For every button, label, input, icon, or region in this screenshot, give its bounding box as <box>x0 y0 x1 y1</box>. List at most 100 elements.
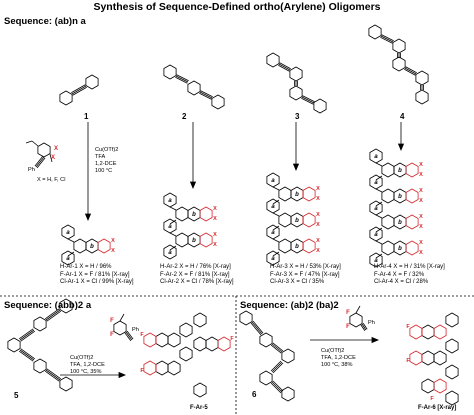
bond <box>272 199 280 205</box>
ar1-b0-ring <box>73 238 87 254</box>
ar1-b0-b-label: b <box>90 244 94 250</box>
ar6-ring <box>409 350 423 366</box>
alkyne-bond <box>35 156 45 168</box>
ar3-b1-x: X <box>316 212 320 218</box>
benzene-ring <box>59 376 73 392</box>
ar3-b1-b-label: b <box>295 218 299 224</box>
benzene-ring <box>445 390 459 406</box>
alkyne-bond <box>72 86 87 96</box>
bond <box>375 201 383 207</box>
alkyne-bond <box>405 66 417 74</box>
alkyne-bond <box>361 323 367 331</box>
ar4-b2-ring <box>381 214 395 230</box>
benzene-ring <box>313 98 327 114</box>
ar3-b0-b-label: b <box>295 192 299 198</box>
benzene-ring <box>281 386 295 402</box>
bond <box>375 253 383 259</box>
alkyne-bond <box>270 344 282 354</box>
f-label: F <box>430 396 434 402</box>
ar1-b0-x: X <box>111 238 115 244</box>
benzene-ring <box>59 90 73 106</box>
alkyne-bond <box>279 62 291 70</box>
ar3-a-end-ring <box>266 250 280 266</box>
x-label: X <box>51 155 55 161</box>
ar3-b1-ring <box>278 212 292 228</box>
ar3-b2-x: X <box>316 248 320 254</box>
alkyne-bond <box>301 97 314 105</box>
alkyne-bond <box>44 370 60 382</box>
ar2-a-end-a-label: a <box>168 250 172 256</box>
bond <box>49 153 53 163</box>
ar3-b0-ring <box>278 186 292 202</box>
alkyne-bond <box>44 308 60 320</box>
arrow-6-head <box>371 336 380 344</box>
alkyne-bond <box>36 157 46 169</box>
benzene-ring <box>415 89 429 105</box>
ph-label: Ph <box>28 167 35 173</box>
benzene-ring <box>155 332 169 348</box>
ar2-b0-x: X <box>213 206 217 212</box>
benzene-ring <box>349 312 363 328</box>
benzene-ring <box>179 346 193 362</box>
product-list-ar2: H-Ar-2 X = H / 76% [X-ray]F-Ar-2 X = F /… <box>160 264 234 285</box>
section-bottom-right-label: Sequence: (ab)2 (ba)2 <box>240 300 339 311</box>
benzene-ring <box>33 316 47 332</box>
alkyne-bond <box>19 329 35 341</box>
product-list-ar1: H-Ar-1 X = H / 96%F-Ar-1 X = F / 81% [X-… <box>60 264 134 285</box>
ar3-a0-a-label: a <box>271 178 275 184</box>
benzene-ring <box>211 94 225 110</box>
bond <box>355 305 361 314</box>
ar4-a0-a-label: a <box>374 154 378 160</box>
f-label: F <box>140 332 144 338</box>
ar1-a-end-ring <box>61 250 75 266</box>
alkyne-bond <box>200 90 213 98</box>
x-definition: X = H, F, Cl <box>37 177 66 183</box>
bond <box>272 238 280 243</box>
benzene-ring <box>421 324 435 340</box>
alkyne-bond <box>46 310 62 322</box>
bond <box>272 212 280 217</box>
ar4-a3-a-label: a <box>374 232 378 238</box>
alkyne-bond <box>270 360 282 372</box>
benzene-ring <box>445 364 459 380</box>
f-label: F <box>140 368 144 374</box>
ar6-ring <box>409 324 423 340</box>
alkyne-bond <box>301 96 315 104</box>
alkyne-bond <box>71 84 86 94</box>
ar6-ring <box>433 378 447 394</box>
alkyne-bond <box>126 330 134 340</box>
arrow-1-head <box>84 213 92 222</box>
ar4-a-end-a-label: a <box>374 258 378 264</box>
ar3-a1-a-label: a <box>271 204 275 210</box>
alkyne-bond <box>45 369 61 381</box>
benzene-ring <box>421 378 435 394</box>
benzene-ring <box>445 312 459 328</box>
benzene-ring <box>37 142 51 158</box>
alkyne-bond <box>360 324 366 331</box>
ar3-b2-x: X <box>316 238 320 244</box>
compound-3-label: 3 <box>295 112 300 121</box>
x-label: X <box>54 146 58 152</box>
alkyne-bond <box>251 321 263 335</box>
bond <box>272 251 280 257</box>
ar2-b1-x: X <box>213 232 217 238</box>
ph-label-bl: Ph <box>132 327 139 333</box>
ar3-a2-a-label: a <box>271 230 275 236</box>
ar3-b0-x: X <box>316 186 320 192</box>
alkyne-bond <box>381 34 394 42</box>
bond <box>375 162 383 167</box>
f-label: F <box>110 318 114 324</box>
bond <box>375 214 383 219</box>
ar4-b1-x: X <box>419 198 423 204</box>
ar1-b0-x: X <box>111 248 115 254</box>
bond <box>67 238 75 243</box>
alkyne-bond <box>124 332 132 342</box>
ar4-b2-ring <box>405 214 419 230</box>
benzene-ring <box>392 56 406 72</box>
ar4-b3-ring <box>405 240 419 256</box>
bond <box>272 186 280 191</box>
bond <box>375 240 383 245</box>
